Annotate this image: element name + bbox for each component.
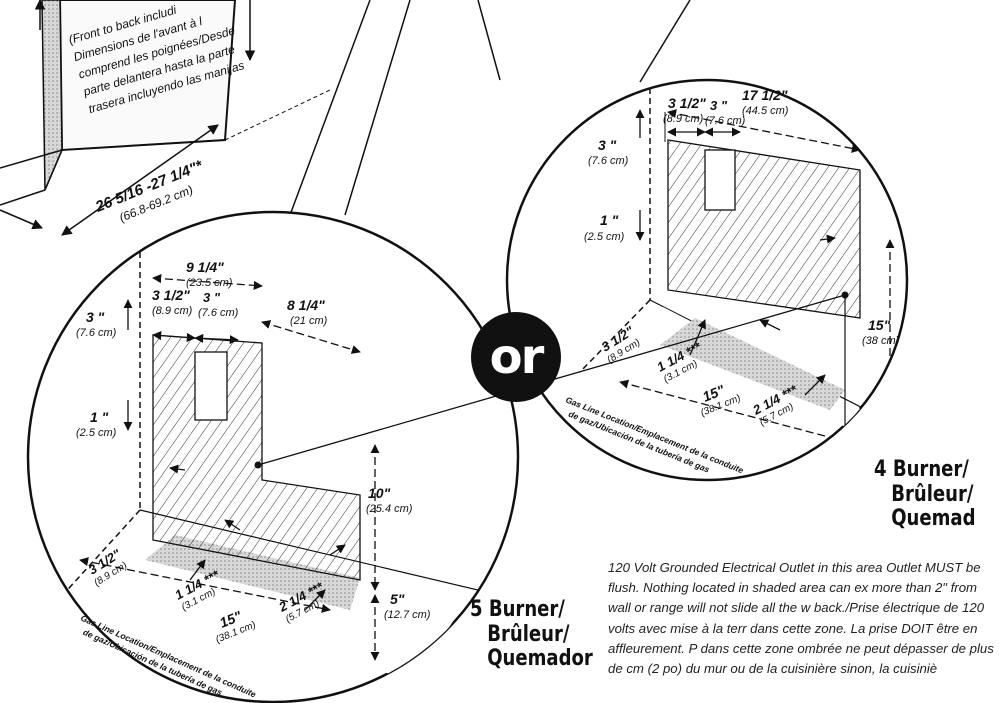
- fv-outlet-width-cm: (7.6 cm): [198, 307, 239, 319]
- five-burner-title: 5 Burner/ Brûleur/ Quemador: [470, 597, 593, 672]
- five-burner-title-line-2: Brûleur/: [487, 621, 570, 647]
- fv-top-gap-cm: (7.6 cm): [76, 327, 117, 339]
- five-burner-title-line-3: Quemador: [487, 646, 593, 672]
- fv-height-cm: (25.4 cm): [366, 503, 413, 515]
- fb-top-gap-cm: (7.6 cm): [588, 155, 629, 167]
- fb-top-gap: 3 ": [598, 137, 617, 153]
- fb-side-gap-cm: (2.5 cm): [584, 231, 625, 243]
- fv-side-gap: 1 ": [90, 409, 109, 425]
- fv-left-offset-cm: (8.9 cm): [152, 305, 193, 317]
- fv-right-width-cm: (21 cm): [290, 315, 328, 327]
- fb-side-gap: 1 ": [600, 212, 619, 228]
- range-side-view: (Front to back includi Dimensions de l'a…: [0, 0, 331, 236]
- five-burner-title-line-1: 5 Burner/: [470, 597, 565, 622]
- fb-left-offset: 3 1/2": [668, 95, 706, 111]
- fb-height: 15": [868, 317, 891, 333]
- four-burner-title-line-2: Brûleur/: [891, 481, 974, 507]
- fv-low-height: 5": [390, 591, 405, 607]
- or-badge: or: [471, 312, 561, 402]
- fv-side-gap-cm: (2.5 cm): [76, 427, 117, 439]
- fb-outlet-width: 3 ": [710, 98, 728, 113]
- fv-left-offset: 3 1/2": [152, 287, 190, 303]
- fb-outlet-width-cm: (7.6 cm): [705, 115, 746, 127]
- four-burner-diagram: 3 1/2" (8.9 cm) 3 " (7.6 cm) 17 1/2" (44…: [505, 78, 909, 482]
- fv-outlet-width: 3 ": [203, 290, 221, 305]
- fv-right-width: 8 1/4": [287, 297, 325, 313]
- fb-left-offset-cm: (8.9 cm): [663, 113, 704, 125]
- electrical-outlet-note: 120 Volt Grounded Electrical Outlet in t…: [608, 560, 994, 677]
- fb-top-width: 17 1/2": [742, 87, 788, 103]
- fv-top-width: 9 1/4": [186, 259, 224, 275]
- four-burner-title: 4 Burner/ Brûleur/ Quemad: [874, 457, 976, 532]
- fv-top-gap: 3 ": [86, 309, 105, 325]
- fv-height: 10": [368, 485, 391, 501]
- fb-floor-width: 15": [700, 381, 727, 404]
- fv-floor-width: 15": [217, 607, 244, 630]
- fv-top-width-cm: (23.5 cm): [186, 277, 233, 289]
- fb-top-width-cm: (44.5 cm): [742, 105, 789, 117]
- four-burner-title-line-3: Quemad: [891, 506, 976, 532]
- four-burner-title-line-1: 4 Burner/: [874, 457, 969, 482]
- fb-height-cm: (38 cm): [862, 335, 900, 347]
- fv-low-height-cm: (12.7 cm): [384, 609, 431, 621]
